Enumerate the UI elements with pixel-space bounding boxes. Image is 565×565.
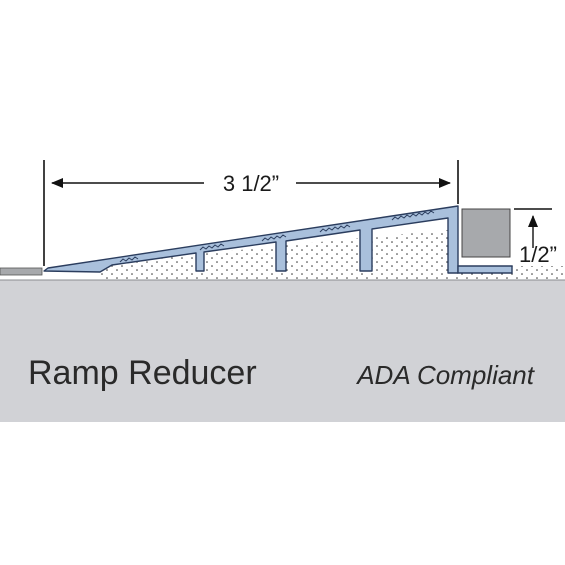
compliance-label: ADA Compliant (355, 360, 536, 390)
width-dimension-label: 3 1/2” (223, 171, 279, 196)
product-name: Ramp Reducer (28, 354, 257, 392)
left-thin-flooring (0, 267, 43, 276)
channel-foot (457, 265, 513, 274)
subfloor-band (0, 280, 565, 422)
height-dimension-label: 1/2” (519, 242, 557, 267)
flooring-block (461, 208, 511, 258)
tread-serrations (119, 210, 435, 263)
ramp-profile (43, 205, 459, 274)
